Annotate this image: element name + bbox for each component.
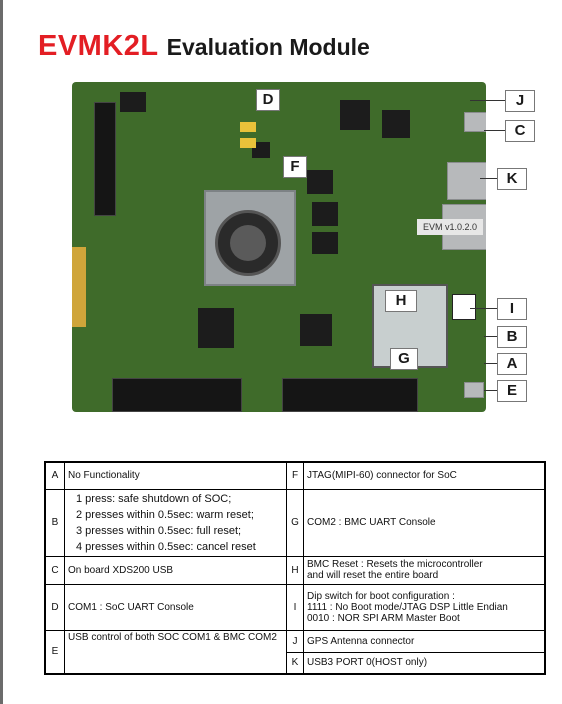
marker-j: J — [505, 90, 535, 112]
xds-chip — [382, 110, 410, 138]
page-edge-bar — [0, 0, 3, 704]
mini-usb-connector — [464, 382, 484, 398]
legend-row: K USB3 PORT 0(HOST only) — [45, 651, 546, 675]
legend-letter-h: H — [286, 555, 304, 585]
legend-b-line: 2 presses within 0.5sec: warm reset; — [76, 508, 254, 521]
marker-g: G — [390, 348, 418, 370]
legend-letter-d: D — [44, 583, 65, 631]
legend-row: D COM1 : SoC UART Console I Dip switch f… — [44, 583, 546, 631]
legend-i-line: 1111 : No Boot mode/JTAG DSP Little Endi… — [307, 601, 508, 613]
marker-a: A — [497, 353, 527, 375]
title-subtitle: Evaluation Module — [166, 34, 370, 60]
power-jack — [120, 92, 146, 112]
legend-b-line: 3 presses within 0.5sec: full reset; — [76, 524, 242, 537]
capacitor — [240, 122, 256, 132]
legend-b-line: 4 presses within 0.5sec: cancel reset — [76, 540, 256, 553]
marker-k: K — [497, 168, 527, 190]
legend-letter-a: A — [44, 461, 65, 490]
fmc-connector-left — [112, 378, 242, 412]
marker-c: C — [505, 120, 535, 142]
legend-text-e: USB control of both SOC COM1 & BMC COM2 — [64, 629, 287, 675]
legend-letter-j: J — [286, 629, 304, 653]
board-photo: EVM v1.0.2.0 — [72, 82, 486, 412]
marker-f: F — [283, 156, 307, 178]
legend-text-b: 1 press: safe shutdown of SOC; 2 presses… — [64, 488, 287, 557]
memory-chip — [307, 170, 333, 194]
leader-c — [484, 130, 506, 131]
legend-letter-i: I — [286, 583, 304, 631]
title-brand: EVMK2L — [38, 30, 159, 62]
legend-letter-f: F — [286, 461, 304, 490]
memory-chip — [312, 232, 338, 254]
page-title: EVMK2L Evaluation Module — [38, 30, 370, 63]
flash-chip — [300, 314, 332, 346]
legend-h-line: BMC Reset : Resets the microcontroller — [307, 559, 483, 570]
legend-text-h: BMC Reset : Resets the microcontroller a… — [303, 555, 546, 585]
legend-text-k: USB3 PORT 0(HOST only) — [303, 651, 546, 675]
leader-j — [470, 100, 506, 101]
legend-letter-g: G — [286, 488, 304, 557]
legend-row: C On board XDS200 USB H BMC Reset : Rese… — [44, 555, 546, 585]
leader-e — [484, 390, 498, 391]
legend-text-d: COM1 : SoC UART Console — [64, 583, 287, 631]
memory-chip — [312, 202, 338, 226]
legend-letter-c: C — [44, 555, 65, 585]
soc-chip — [198, 308, 234, 348]
legend-i-line: Dip switch for boot configuration : — [307, 590, 455, 602]
legend-row: E USB control of both SOC COM1 & BMC COM… — [44, 629, 546, 675]
legend-text-g: COM2 : BMC UART Console — [303, 488, 546, 557]
marker-d: D — [256, 89, 280, 111]
legend-text-a: No Functionality — [64, 461, 287, 490]
capacitor — [240, 138, 256, 148]
ethernet-jack — [447, 162, 486, 200]
pcie-edge-connector — [72, 247, 86, 327]
bmc-chip — [340, 100, 370, 130]
board-version-label: EVM v1.0.2.0 — [417, 219, 483, 235]
vertical-connector — [94, 102, 116, 216]
leader-a — [484, 363, 498, 364]
legend-i-line: 0010 : NOR SPI ARM Master Boot — [307, 612, 460, 624]
legend-b-line: 1 press: safe shutdown of SOC; — [76, 492, 232, 505]
marker-b: B — [497, 326, 527, 348]
legend-letter-e: E — [44, 629, 65, 675]
cooling-fan — [215, 210, 281, 276]
legend-text-f: JTAG(MIPI-60) connector for SoC — [303, 461, 546, 490]
legend-letter-k: K — [286, 651, 304, 675]
usb-connector — [464, 112, 486, 132]
legend-text-i: Dip switch for boot configuration : 1111… — [303, 583, 546, 631]
fmc-connector-right — [282, 378, 418, 412]
legend-text-c: On board XDS200 USB — [64, 555, 287, 585]
marker-h: H — [385, 290, 417, 312]
legend-table: A No Functionality F JTAG(MIPI-60) conne… — [44, 461, 546, 675]
leader-b — [484, 336, 498, 337]
legend-letter-b: B — [44, 488, 65, 557]
legend-text-j: GPS Antenna connector — [303, 629, 546, 653]
legend-h-line: and will reset the entire board — [307, 570, 439, 581]
leader-i — [470, 308, 498, 309]
legend-row: B 1 press: safe shutdown of SOC; 2 press… — [44, 488, 546, 557]
jtag-connector — [252, 142, 270, 158]
marker-i: I — [497, 298, 527, 320]
legend-row: A No Functionality F JTAG(MIPI-60) conne… — [44, 461, 546, 490]
leader-k — [480, 178, 498, 179]
marker-e: E — [497, 380, 527, 402]
dip-switch — [452, 294, 476, 320]
